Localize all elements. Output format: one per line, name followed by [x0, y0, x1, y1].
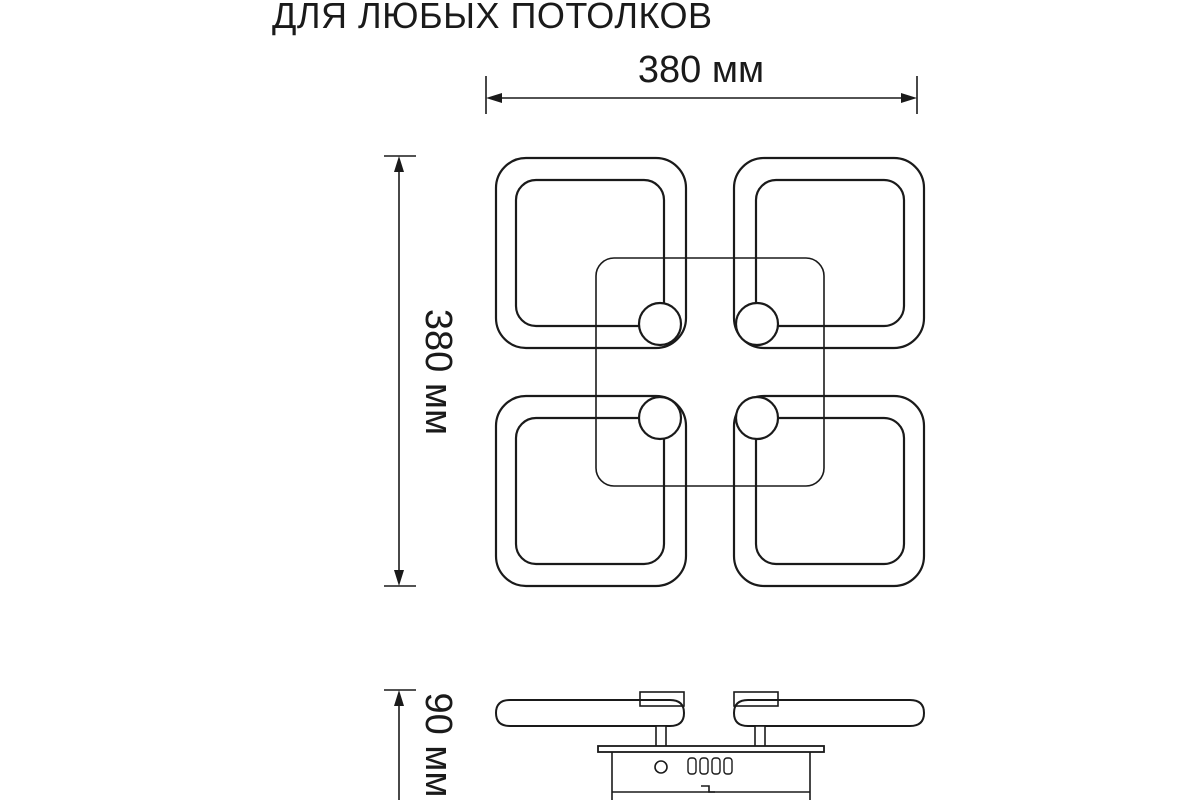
height-dimension: 380 мм: [384, 155, 459, 587]
lamp-top-view: [494, 156, 926, 588]
depth-dimension: 90 мм: [384, 689, 459, 800]
side-base-plate: [597, 745, 825, 753]
side-stem-right: [754, 725, 766, 749]
driver-clip: [701, 785, 715, 793]
depth-label: 90 мм: [417, 692, 459, 797]
ring-bottom-left-outer: [494, 394, 688, 588]
ring-top-right-inner: [754, 178, 906, 328]
side-arm-left: [494, 699, 686, 727]
heading-text: ДЛЯ ЛЮБЫХ ПОТОЛКОВ: [272, 0, 713, 36]
ring-bottom-left: [494, 394, 688, 588]
terminal-slot-2: [699, 757, 709, 775]
base-plate-outline: [595, 257, 825, 487]
terminal-slot-3: [711, 757, 721, 775]
side-stem-left: [655, 725, 667, 749]
terminal-slot-1: [687, 757, 697, 775]
height-arrow-bottom: [394, 570, 404, 586]
width-arrow-right: [901, 93, 917, 103]
ring-bottom-right-outer: [732, 394, 926, 588]
height-label: 380 мм: [417, 309, 459, 435]
ring-bottom-left-inner: [514, 416, 666, 566]
ring-top-right-outer: [732, 156, 926, 350]
ring-bottom-right-inner: [754, 416, 906, 566]
terminal-slot-4: [723, 757, 733, 775]
connector-knob-top-right: [734, 301, 780, 347]
connector-knob-bottom-right: [734, 395, 780, 441]
lamp-side-view: [494, 691, 926, 800]
width-label: 380 мм: [638, 49, 764, 91]
width-arrow-left: [486, 93, 502, 103]
ring-top-left-inner: [514, 178, 666, 328]
ring-bottom-right: [732, 394, 926, 588]
ring-top-left: [494, 156, 688, 350]
depth-arrow-top: [394, 690, 404, 706]
height-arrow-top: [394, 156, 404, 172]
width-dimension: 380 мм: [485, 49, 918, 114]
connector-knob-bottom-left: [637, 395, 683, 441]
connector-knob-top-left: [637, 301, 683, 347]
side-arm-right: [732, 699, 926, 727]
ring-top-left-outer: [494, 156, 688, 350]
driver-hole: [654, 760, 668, 774]
ring-top-right: [732, 156, 926, 350]
